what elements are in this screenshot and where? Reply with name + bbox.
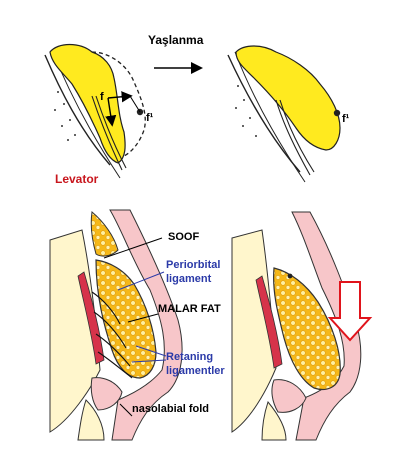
- skin-outer-layer: [109, 209, 183, 441]
- nasolabial-label: nasolabial fold: [132, 403, 209, 415]
- projected-fat-outline-dashed: [91, 51, 146, 157]
- levator-muscle-line-2: [95, 95, 127, 169]
- orbital-bone-curve: [44, 54, 111, 166]
- malar-fat-label: MALAR FAT: [158, 303, 221, 315]
- aging-arrow-label: Yaşlanma: [148, 33, 204, 47]
- orbicularis-muscle-strip: [77, 271, 105, 365]
- nasolabial-fold-bulge-aged: [271, 379, 307, 413]
- force-label-f1-left: f¹: [146, 112, 154, 124]
- skin-line-outer-aged: [234, 51, 306, 183]
- retaining-pointer-2: [131, 359, 167, 363]
- malar-fat-pad: [95, 259, 157, 379]
- force-arrow-down: [105, 97, 117, 127]
- levator-label: Levator: [55, 172, 99, 186]
- ligament-anchor-dot: [287, 273, 293, 279]
- force-label-f1-right: f¹: [342, 113, 350, 125]
- retaining-label-line2: ligamentler: [166, 365, 225, 377]
- top-right-eyelid-illustration: f¹: [227, 45, 350, 183]
- bottom-right-midface-aged: [231, 211, 362, 441]
- periorbital-label-line2: ligament: [166, 273, 212, 285]
- lower-bone-segment: [77, 399, 105, 441]
- periorbital-label-line1: Periorbital: [166, 259, 220, 271]
- levator-muscle-line-1: [91, 95, 123, 171]
- aging-transition: Yaşlanma: [148, 33, 204, 74]
- soof-pointer: [103, 237, 163, 259]
- force-label-f: f: [100, 91, 104, 103]
- bone-area-left: [49, 229, 101, 433]
- bone-texture-aged: [235, 85, 257, 137]
- levator-muscle-line-aged-2: [279, 99, 315, 173]
- malar-fat-pad-aged: [273, 267, 341, 391]
- orbital-fat-pad-young: [49, 43, 126, 164]
- nasolabial-fold-bulge: [90, 377, 123, 411]
- descent-arrow-down: [327, 281, 373, 342]
- malar-fat-pointer: [127, 313, 159, 323]
- orbicularis-muscle-strip-aged: [255, 275, 283, 369]
- bottom-left-midface-illustration: SOOF Periorbital ligament MALAR FAT Reta…: [49, 209, 225, 441]
- force-arrow-right: [107, 91, 133, 103]
- lower-bone-segment-aged: [261, 400, 287, 441]
- force-connector: [129, 95, 141, 113]
- retaining-ligament-lines: [91, 291, 133, 379]
- top-left-eyelid-illustration: f f¹ Levator: [44, 43, 154, 186]
- orbital-fat-pad-aged: [235, 45, 341, 151]
- retaining-pointer-1: [135, 345, 167, 357]
- retaining-label-line1: Retaning: [166, 351, 213, 363]
- soof-label: SOOF: [168, 231, 199, 243]
- bone-texture: [54, 91, 76, 141]
- soof-fat-pad: [90, 211, 119, 257]
- nasolabial-pointer: [119, 403, 133, 417]
- periorbital-pointer: [117, 271, 165, 291]
- levator-muscle-line-aged-1: [275, 99, 311, 176]
- force-point-dot-aged: [333, 109, 341, 117]
